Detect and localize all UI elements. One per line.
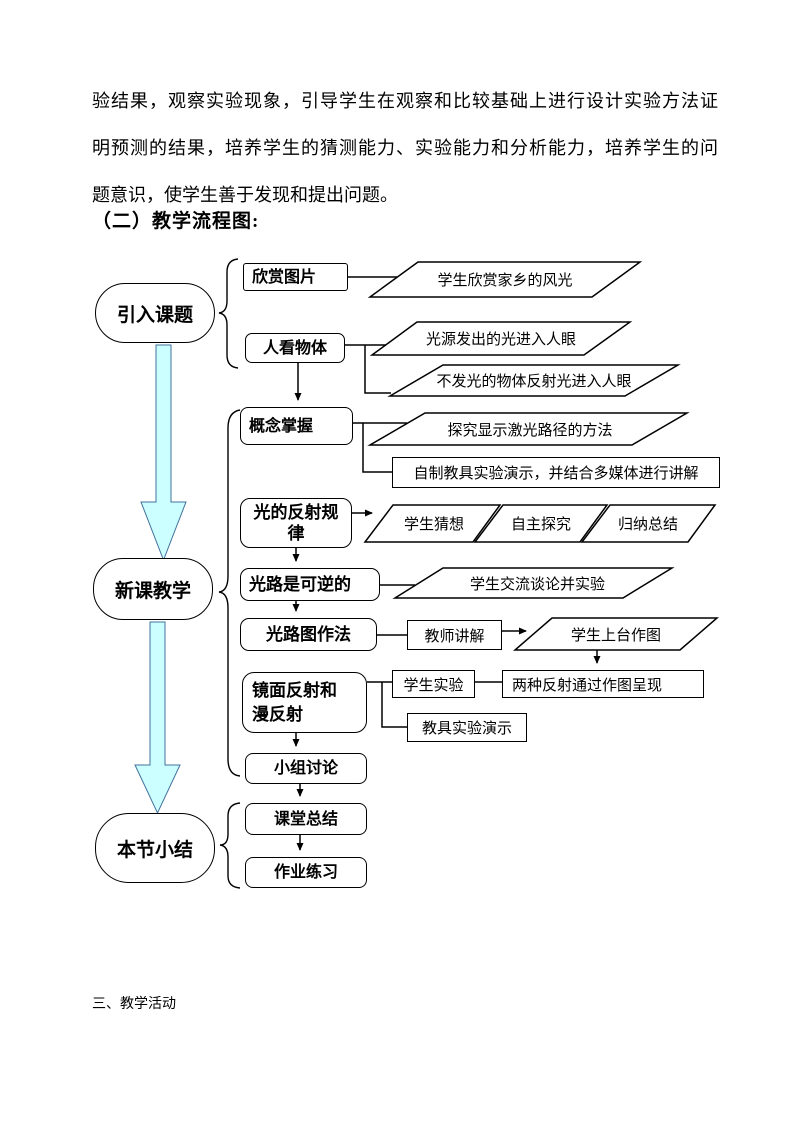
parallelogram-board-drawing <box>512 617 720 651</box>
brace-intro-icon <box>218 258 239 369</box>
paragraph-line: 明预测的结果，培养学生的猜测能力、实验能力和分析能力，培养学生的问 <box>92 138 718 158</box>
parallelogram-conclude <box>580 504 717 543</box>
stage-new-lesson: 新课教学 <box>93 558 213 620</box>
note-aid-multimedia: 自制教具实验演示，并结合多媒体进行讲解 <box>392 457 720 488</box>
body-paragraph: 验结果，观察实验现象，引导学生在观察和比较基础上进行设计实验方法证 明预测的结果… <box>92 78 718 219</box>
note-aid-demo: 教具实验演示 <box>407 713 527 742</box>
stage-intro-topic: 引入课题 <box>95 283 215 343</box>
connector-line <box>345 344 391 394</box>
parallelogram-non-luminous <box>387 364 681 397</box>
paragraph-line: 题意识，使学生善于发现和提出问题。 <box>92 185 398 205</box>
step-mirror-diffuse: 镜面反射和漫反射 <box>242 672 367 733</box>
parallelogram-scenery <box>367 261 643 298</box>
block-arrow-shape <box>134 621 181 815</box>
paragraph-line: 验结果，观察实验现象，引导学生在观察和比较基础上进行设计实验方法证 <box>92 91 718 111</box>
parallelogram-student-guess <box>363 504 502 543</box>
note-two-reflections: 两种反射通过作图呈现 <box>502 670 704 698</box>
connector-line <box>353 422 407 473</box>
stage-section-summary: 本节小结 <box>95 813 215 883</box>
parallelogram-discuss-experiment <box>392 567 675 599</box>
brace-new-lesson-icon <box>218 409 241 777</box>
step-reflection-law: 光的反射规律 <box>240 498 352 548</box>
down-block-arrow-icon <box>134 621 181 815</box>
note-teacher-explain: 教师讲解 <box>407 620 502 650</box>
step-class-summary: 课堂总结 <box>245 803 367 835</box>
step-homework: 作业练习 <box>245 857 367 888</box>
step-reversible-path: 光路是可逆的 <box>240 568 380 601</box>
step-see-objects: 人看物体 <box>245 333 345 363</box>
footer-heading: 三、教学活动 <box>92 997 176 1012</box>
step-enjoy-pictures: 欣赏图片 <box>243 263 348 291</box>
note-student-experiment: 学生实验 <box>392 670 475 698</box>
section-heading: （二）教学流程图: <box>92 211 260 232</box>
parallelogram-laser-path <box>367 412 690 446</box>
parallelogram-self-explore <box>473 504 609 543</box>
brace-summary-icon <box>219 802 241 889</box>
step-group-discussion: 小组讨论 <box>245 753 367 784</box>
step-concept-grasp: 概念掌握 <box>240 407 353 445</box>
down-block-arrow-icon <box>140 344 187 562</box>
connector-line <box>367 681 407 728</box>
step-path-drawing: 光路图作法 <box>240 618 377 651</box>
parallelogram-light-source <box>369 321 633 356</box>
block-arrow-shape <box>140 344 187 562</box>
